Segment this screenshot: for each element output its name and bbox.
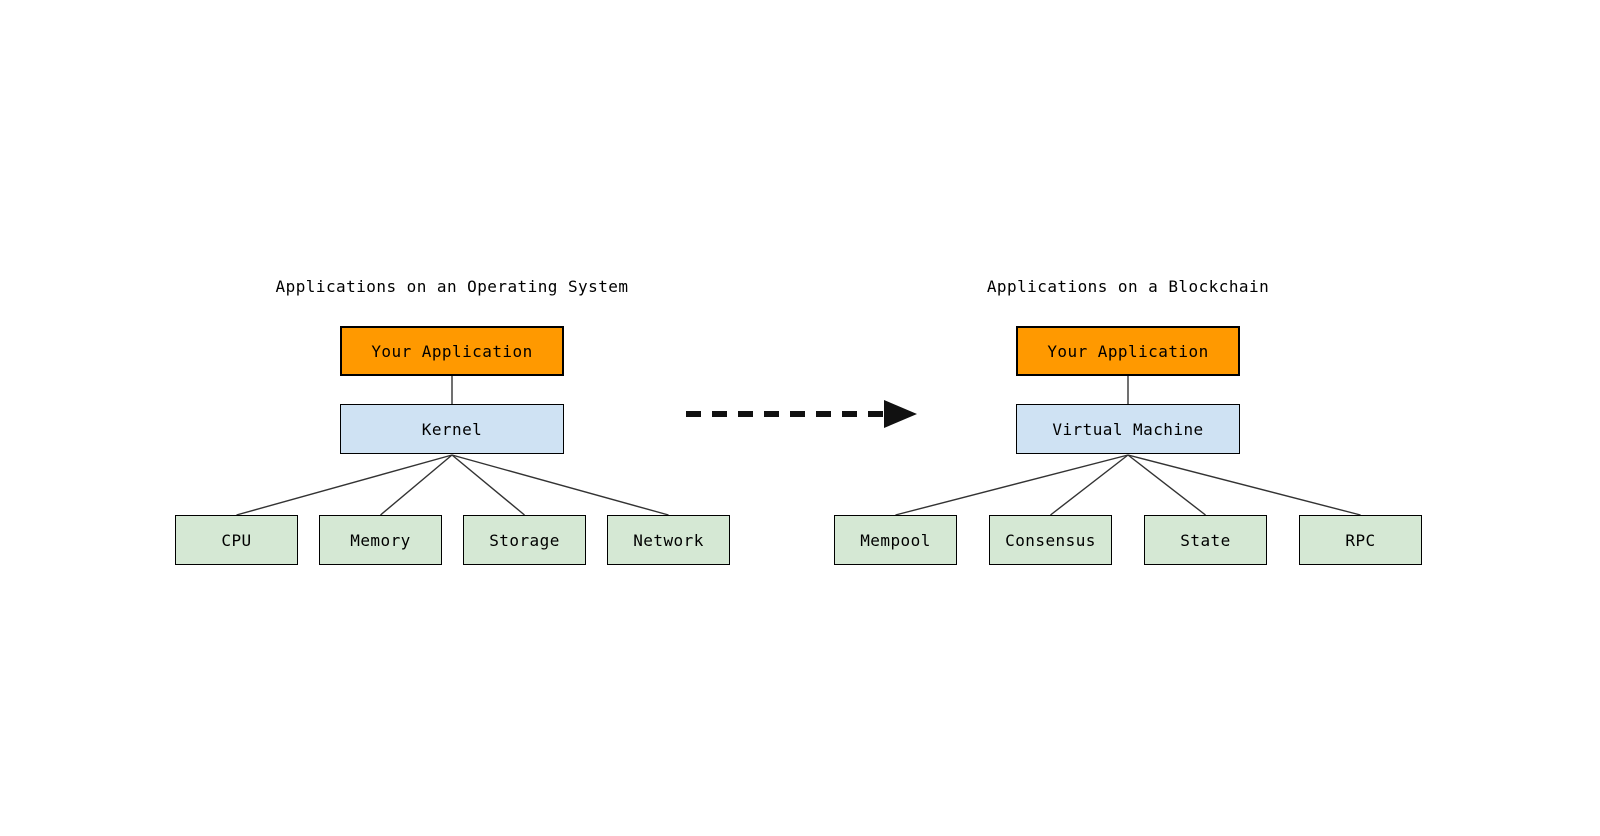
os-kernel-label: Kernel <box>421 419 483 439</box>
os-component-cpu-box: CPU <box>175 515 298 565</box>
os-component-network-box: Network <box>607 515 730 565</box>
bc-component-consensus-label: Consensus <box>1005 530 1096 550</box>
bc-your-application-label: Your Application <box>1047 341 1209 361</box>
bc-component-mempool-box: Mempool <box>834 515 957 565</box>
arrow-head-icon <box>884 400 917 428</box>
bc-component-mempool-label: Mempool <box>860 530 931 550</box>
bc-component-state-box: State <box>1144 515 1267 565</box>
os-component-memory-box: Memory <box>319 515 442 565</box>
bc-your-application-box: Your Application <box>1016 326 1240 376</box>
bc-component-rpc-label: RPC <box>1345 530 1376 550</box>
bc-component-rpc-box: RPC <box>1299 515 1422 565</box>
os-kernel-to-memory-connector <box>380 454 453 516</box>
os-kernel-to-cpu-connector <box>236 454 453 516</box>
bc-vm-to-consensus-connector <box>1050 454 1129 516</box>
bc-virtual-machine-label: Virtual Machine <box>1052 419 1204 439</box>
os-kernel-to-network-connector <box>451 454 669 516</box>
os-component-cpu-label: CPU <box>221 530 252 550</box>
os-component-memory-label: Memory <box>350 530 411 550</box>
os-component-storage-label: Storage <box>489 530 560 550</box>
os-your-application-label: Your Application <box>371 341 533 361</box>
os-component-storage-box: Storage <box>463 515 586 565</box>
bc-diagram-title: Applications on a Blockchain <box>986 277 1270 296</box>
bc-vm-to-state-connector <box>1127 454 1206 516</box>
bc-vm-to-mempool-connector <box>895 454 1129 516</box>
os-kernel-to-storage-connector <box>451 454 525 516</box>
os-diagram-title: Applications on an Operating System <box>275 277 629 296</box>
bc-component-state-label: State <box>1180 530 1231 550</box>
bc-vm-to-rpc-connector <box>1127 454 1361 516</box>
os-kernel-box: Kernel <box>340 404 564 454</box>
bc-component-consensus-box: Consensus <box>989 515 1112 565</box>
bc-virtual-machine-box: Virtual Machine <box>1016 404 1240 454</box>
os-your-application-box: Your Application <box>340 326 564 376</box>
os-component-network-label: Network <box>633 530 704 550</box>
